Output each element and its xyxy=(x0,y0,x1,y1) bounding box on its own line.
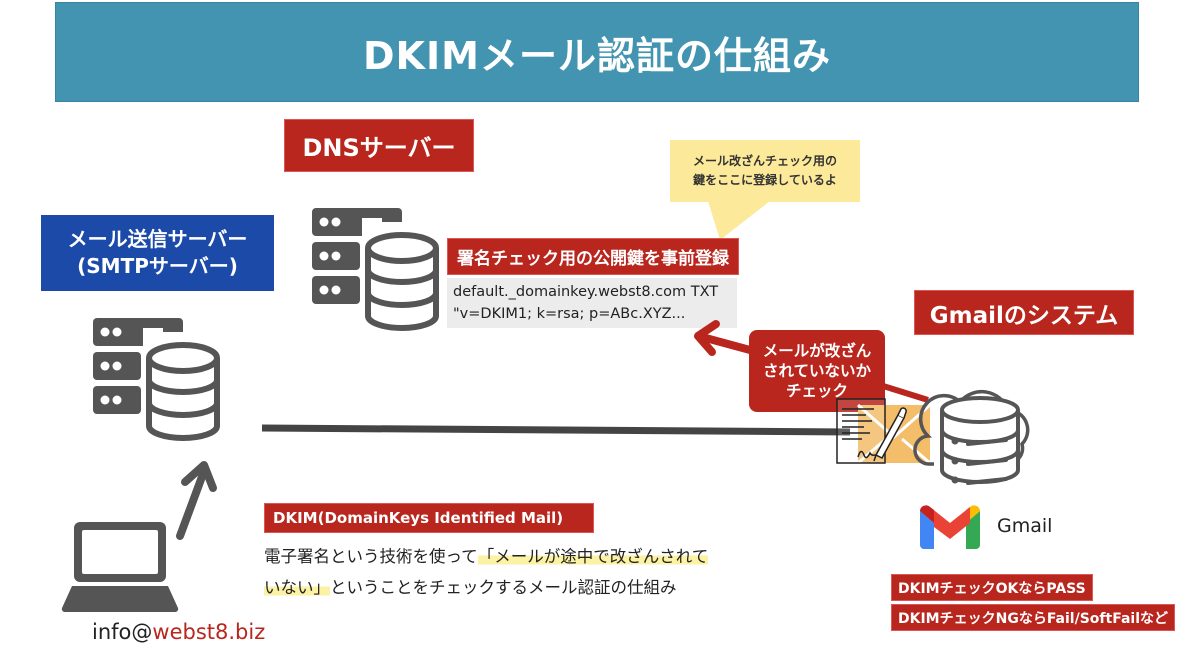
title-banner: DKIMメール認証の仕組み xyxy=(55,2,1139,102)
description-line1-highlight: 「メールが途中で改ざんされて xyxy=(477,547,709,566)
txt-record-line2: "v=DKIM1; k=rsa; p=ABc.XYZ... xyxy=(453,306,686,322)
speech-bubble-line1: メール改ざんチェック用の xyxy=(692,154,837,169)
gmail-cloud-server-icon xyxy=(913,389,1030,485)
dkim-pass-result-label: DKIMチェックOKならPASS xyxy=(891,574,1093,601)
dns-server-icon xyxy=(312,208,439,331)
sender-email-local: info@ xyxy=(92,620,153,644)
tamper-check-line3: チェック xyxy=(785,382,848,401)
dns-server-label: DNSサーバー xyxy=(284,119,474,172)
smtp-server-label-line1: メール送信サーバー xyxy=(67,227,248,251)
txt-record-line1: default._domainkey.webst8.com TXT xyxy=(453,284,719,300)
description-line2-highlight: いない」 xyxy=(264,578,330,597)
sender-email-address: info@webst8.biz xyxy=(92,620,265,644)
public-key-registration-label: 署名チェック用の公開鍵を事前登録 xyxy=(447,238,739,275)
tamper-check-line2: されていないか xyxy=(762,361,872,380)
speech-bubble: メール改ざんチェック用の 鍵をここに登録しているよ xyxy=(670,140,860,202)
gmail-logo-icon xyxy=(920,505,980,549)
sender-email-domain: webst8.biz xyxy=(152,620,266,644)
description-line2-plain: ということをチェックするメール認証の仕組み xyxy=(330,578,677,597)
gmail-logo-text: Gmail xyxy=(997,515,1053,537)
tamper-check-callout: メールが改ざん されていないか チェック xyxy=(749,330,885,412)
page-title: DKIMメール認証の仕組み xyxy=(363,33,831,78)
dkim-definition-label: DKIM(DomainKeys Identified Mail) xyxy=(264,503,594,533)
smtp-server-label-line2: (SMTPサーバー) xyxy=(77,254,238,278)
speech-bubble-line2: 鍵をここに登録しているよ xyxy=(693,173,837,187)
description-line1-plain: 電子署名という技術を使って xyxy=(264,547,478,566)
dkim-fail-result-label: DKIMチェックNGならFail/SoftFailなど xyxy=(891,604,1175,631)
dkim-description: 電子署名という技術を使って「メールが途中で改ざんされて いない」ということをチェ… xyxy=(264,541,709,603)
gmail-system-label: Gmailのシステム xyxy=(914,290,1134,335)
tamper-check-line1: メールが改ざん xyxy=(762,341,872,360)
smtp-server-label: メール送信サーバー (SMTPサーバー) xyxy=(41,215,274,291)
dns-txt-record: default._domainkey.webst8.com TXT "v=DKI… xyxy=(447,278,737,328)
smtp-server-icon xyxy=(93,318,220,441)
laptop-icon xyxy=(61,522,179,613)
signed-mail-icon xyxy=(836,398,931,465)
